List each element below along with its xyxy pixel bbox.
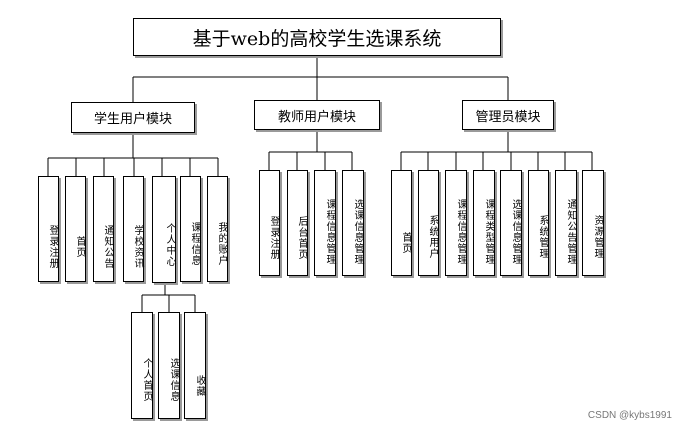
student-item-label: 学校资讯 <box>132 225 143 269</box>
admin-module-label: 管理员模块 <box>475 109 541 125</box>
admin-item-label: 资源管理 <box>592 215 603 259</box>
admin-item-label: 首页 <box>400 232 411 254</box>
teacher-item-label: 选课信息管理 <box>352 199 363 265</box>
teacher-item-label: 后台首页 <box>296 216 307 260</box>
student-item-label: 通知公告 <box>102 225 113 269</box>
teacher-module-label: 教师用户模块 <box>277 109 356 125</box>
admin-item-box: 课程类型管理 <box>473 170 495 276</box>
teacher-module-box: 教师用户模块 <box>254 100 380 130</box>
admin-item-box: 资源管理 <box>582 170 604 276</box>
student-item-label: 个人中心 <box>164 222 175 267</box>
student-item-box: 学校资讯 <box>123 176 144 282</box>
student-item-box: 个人中心 <box>152 176 176 283</box>
personal-center-item-label: 收藏 <box>194 374 205 397</box>
admin-item-box: 选课信息管理 <box>500 170 522 276</box>
personal-center-item-box: 个人首页 <box>131 312 153 419</box>
teacher-item-box: 登录注册 <box>259 170 280 276</box>
personal-center-item-label: 个人首页 <box>141 357 152 402</box>
teacher-item-box: 选课信息管理 <box>342 170 364 276</box>
student-module-label: 学生用户模块 <box>93 112 172 127</box>
student-item-box: 首页 <box>65 176 86 282</box>
admin-item-label: 系统管理 <box>537 215 548 259</box>
student-item-label: 课程信息 <box>189 222 200 266</box>
teacher-item-label: 登录注册 <box>268 216 279 260</box>
personal-center-item-box: 选课信息 <box>158 312 180 419</box>
admin-item-label: 选课信息管理 <box>510 199 521 265</box>
student-module-box: 学生用户模块 <box>71 102 195 133</box>
teacher-item-label: 课程信息管理 <box>324 199 335 265</box>
student-item-box: 我的账户 <box>207 176 228 282</box>
admin-item-label: 课程信息管理 <box>455 199 466 265</box>
student-item-label: 登录注册 <box>47 225 58 269</box>
admin-item-box: 课程信息管理 <box>445 170 467 276</box>
personal-center-item-box: 收藏 <box>184 312 206 419</box>
student-item-label: 首页 <box>74 236 85 258</box>
admin-item-label: 课程类型管理 <box>483 199 494 265</box>
student-item-box: 通知公告 <box>93 176 114 282</box>
teacher-item-box: 后台首页 <box>287 170 308 276</box>
system-title: 基于web的高校学生选课系统 <box>192 27 442 50</box>
admin-item-label: 通知公告管理 <box>565 199 576 265</box>
watermark: CSDN @kybs1991 <box>587 410 672 421</box>
admin-item-box: 系统管理 <box>528 170 549 276</box>
personal-center-item-label: 选课信息 <box>168 357 179 402</box>
admin-item-box: 首页 <box>391 170 412 276</box>
admin-item-box: 系统用户 <box>418 170 439 276</box>
student-item-box: 课程信息 <box>180 176 201 282</box>
teacher-item-box: 课程信息管理 <box>314 170 336 276</box>
system-title-box: 基于web的高校学生选课系统 <box>133 18 501 56</box>
admin-module-box: 管理员模块 <box>462 100 554 130</box>
admin-item-box: 通知公告管理 <box>555 170 577 276</box>
admin-item-label: 系统用户 <box>427 215 438 259</box>
student-item-box: 登录注册 <box>38 176 59 282</box>
student-item-label: 我的账户 <box>216 222 227 266</box>
